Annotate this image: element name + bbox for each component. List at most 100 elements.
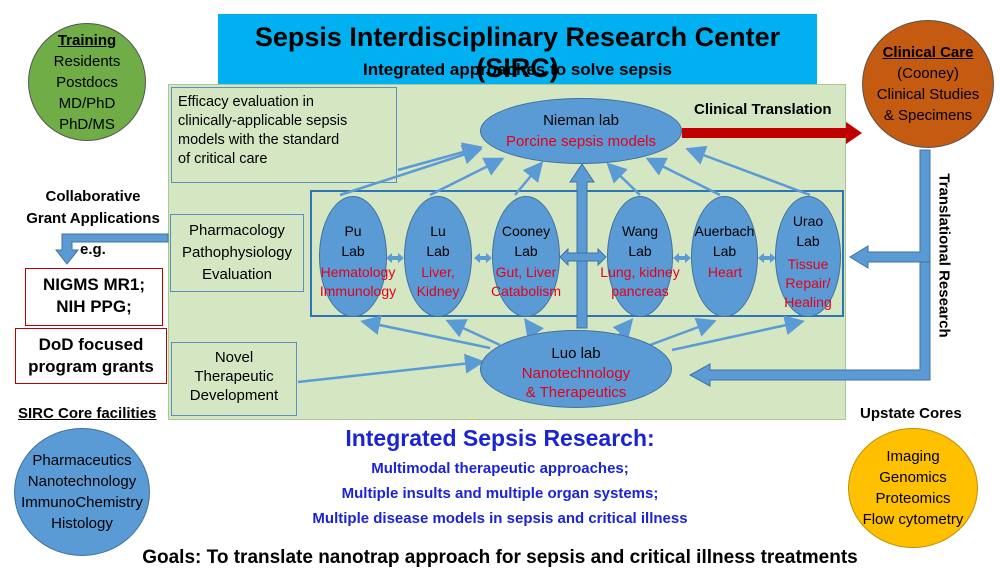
title-banner: Sepsis Interdisciplinary Research Center…	[218, 14, 817, 84]
training-item: Postdocs	[56, 73, 118, 91]
upstate-core-heading: Upstate Cores	[860, 405, 962, 422]
nieman-lab-name: Nieman lab	[543, 112, 619, 129]
upstate-core-item: Proteomics	[875, 490, 951, 507]
lu-lab-ellipse: Lu Lab	[404, 196, 472, 317]
eg-label: e.g.	[80, 241, 106, 258]
double-arrow-wang-auerbach	[673, 253, 691, 263]
urao-lab-name: Urao	[792, 213, 824, 229]
efficacy-box: Efficacy evaluation in clinically-applic…	[171, 87, 397, 183]
urao-lab-desc-line: Healing	[784, 294, 832, 310]
efficacy-line: models with the standard	[178, 132, 340, 148]
novel-line: Therapeutic	[194, 368, 274, 385]
luo-lab-desc: & Therapeutics	[525, 384, 627, 401]
goals-text: Goals: To translate nanotrap approach fo…	[142, 547, 858, 568]
clinical-care-item: & Specimens	[883, 107, 973, 124]
arrow-cooney-to-nieman	[514, 161, 544, 196]
upstate-core-item: Genomics	[879, 469, 947, 486]
efficacy-line: Efficacy evaluation in	[178, 94, 314, 110]
upstate-core-item: Flow cytometry	[862, 511, 964, 528]
sirc-core-item: ImmunoChemistry	[21, 494, 143, 511]
integrated-heading: Integrated Sepsis Research:	[345, 425, 655, 451]
urao-lab-name: Lab	[796, 233, 820, 249]
upstate-core-item: Imaging	[886, 448, 940, 465]
sirc-core-item: Nanotechnology	[27, 473, 137, 490]
novel-therapeutic-box: Novel Therapeutic Development	[171, 342, 297, 416]
collab-line: Grant Applications	[26, 210, 160, 227]
arrow-pu-to-nieman	[339, 145, 483, 197]
training-circle: Training Residents Postdocs MD/PhD PhD/M…	[28, 23, 146, 141]
urao-lab-desc: Tissue Repair/ Healing	[778, 255, 838, 312]
pu-lab-name: Lab	[341, 243, 365, 259]
lu-lab-desc-line: Liver,	[421, 264, 455, 280]
wang-lab-desc-line: Lung, kidney	[600, 264, 680, 280]
arrow-wang-to-nieman	[606, 162, 641, 196]
urao-lab-ellipse: Urao Lab	[775, 196, 841, 317]
pharmacology-line: Evaluation	[201, 266, 273, 283]
training-heading: Training	[57, 31, 117, 49]
luo-lab-name: Luo lab	[551, 345, 601, 362]
pu-lab-desc-line: Immunology	[319, 283, 397, 299]
auerbach-lab-name: Lab	[712, 243, 737, 259]
pu-lab-ellipse: Pu Lab	[319, 196, 387, 317]
sirc-core-item: Histology	[51, 515, 113, 532]
integrated-line: Multimodal therapeutic approaches;	[371, 460, 629, 477]
novel-line: Development	[189, 387, 279, 404]
arrow-luo-to-auerbach	[649, 317, 717, 347]
collaborative-grants-label: Collaborative Grant Applications	[18, 186, 168, 230]
luo-lab-ellipse: Luo lab Nanotechnology & Therapeutics	[480, 330, 672, 408]
pharmacology-box: Pharmacology Pathophysiology Evaluation	[170, 214, 304, 292]
cooney-lab-name: Cooney	[501, 223, 551, 239]
wang-lab-desc-line: pancreas	[611, 283, 669, 299]
collab-line: Collaborative	[45, 188, 141, 205]
translational-bottom-arrow	[688, 261, 931, 387]
grant-line: NIH PPG;	[56, 297, 132, 316]
efficacy-line: of critical care	[178, 151, 268, 167]
pharmacology-line: Pharmacology	[189, 222, 285, 239]
wang-lab-desc: Lung, kidney pancreas	[590, 263, 690, 301]
clinical-care-heading: Clinical Care	[882, 44, 974, 61]
novel-line: Novel	[214, 349, 254, 366]
lu-lab-name: Lab	[426, 243, 450, 259]
grant-line: NIGMS MR1;	[43, 275, 145, 294]
clinical-care-circle: Clinical Care (Cooney) Clinical Studies …	[862, 20, 994, 148]
nieman-lab-ellipse: Nieman lab Porcine sepsis models	[480, 98, 682, 164]
cooney-lab-ellipse: Cooney Lab	[492, 196, 560, 317]
arrow-luo-to-pu	[360, 315, 491, 350]
grant-box-dod: DoD focused program grants	[15, 328, 167, 384]
cooney-lab-desc-line: Gut, Liver	[495, 264, 557, 280]
urao-lab-desc-line: Repair/	[785, 275, 831, 291]
clinical-care-item: Clinical Studies	[876, 86, 980, 103]
clinical-care-item: (Cooney)	[897, 65, 959, 82]
wang-lab-name: Lab	[628, 243, 652, 259]
pu-lab-desc-line: Hematology	[320, 264, 396, 280]
training-item: MD/PhD	[58, 94, 116, 112]
luo-lab-desc: Nanotechnology	[521, 365, 631, 382]
arrow-luo-to-urao	[671, 315, 805, 352]
lu-lab-desc: Liver, Kidney	[408, 263, 468, 301]
page-subtitle: Integrated approaches to solve sepsis	[363, 60, 672, 79]
cooney-lab-name: Lab	[514, 243, 538, 259]
central-horizontal-arrow	[559, 247, 607, 267]
auerbach-lab-desc: Heart	[696, 263, 754, 282]
lu-lab-name: Lu	[430, 223, 446, 239]
arrow-efficacy-to-nieman	[397, 142, 483, 172]
sirc-core-circle: Pharmaceutics Nanotechnology ImmunoChemi…	[14, 428, 150, 556]
grant-line: DoD focused	[38, 335, 144, 354]
translational-top-arrow	[849, 149, 931, 269]
integrated-line: Multiple insults and multiple organ syst…	[341, 485, 659, 502]
cooney-lab-desc-line: Catabolism	[490, 283, 562, 299]
page-title: Sepsis Interdisciplinary Research Center…	[254, 22, 781, 83]
efficacy-line: clinically-applicable sepsis	[178, 113, 348, 129]
auerbach-lab-desc-line: Heart	[707, 264, 743, 280]
pu-lab-desc: Hematology Immunology	[306, 263, 410, 301]
grant-box-nih: NIGMS MR1; NIH PPG;	[25, 268, 163, 326]
arrow-novel-to-luo	[297, 353, 485, 384]
sirc-core-heading: SIRC Core facilities	[18, 405, 157, 422]
double-arrow-pu-lu	[386, 253, 404, 263]
wang-lab-ellipse: Wang Lab	[607, 196, 673, 317]
cooney-lab-desc: Gut, Liver Catabolism	[478, 263, 574, 301]
auerbach-lab-ellipse: Auerbach Lab	[691, 196, 758, 317]
double-arrow-lu-cooney	[474, 253, 492, 263]
auerbach-lab-name: Auerbach	[694, 223, 755, 239]
